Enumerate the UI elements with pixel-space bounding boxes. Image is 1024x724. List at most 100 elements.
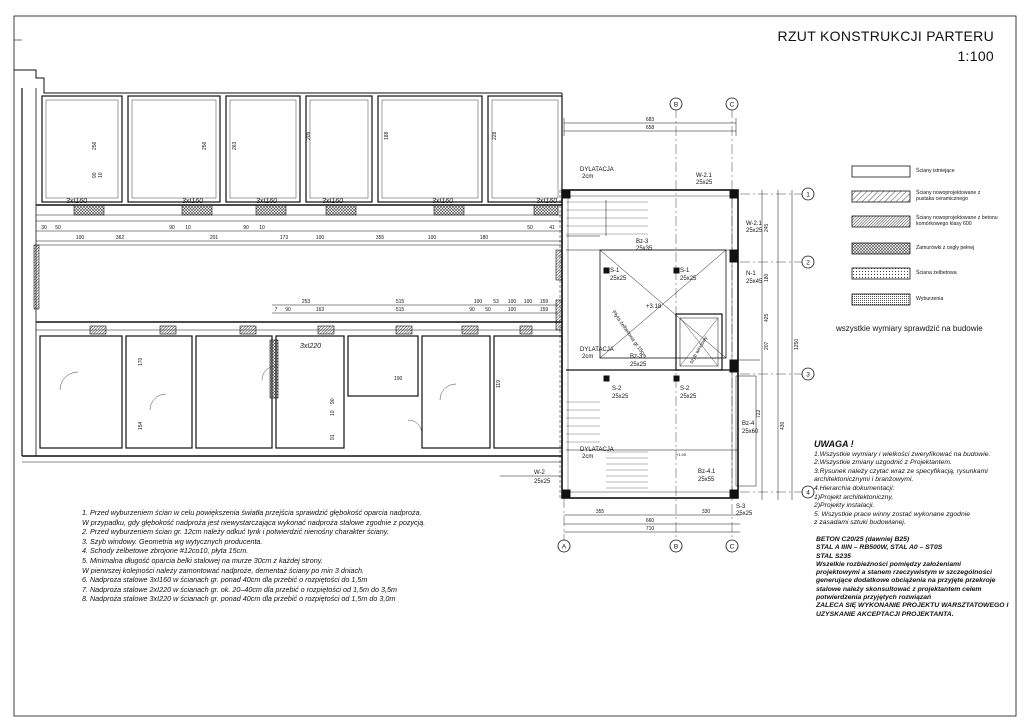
warning-line: 2.Wszystkie zmiany uzgodnić z Projektant… bbox=[814, 459, 952, 467]
element-label: Bz-3 bbox=[630, 354, 643, 360]
dim-text: 10 bbox=[330, 410, 336, 416]
lintel-label: 3xI160 bbox=[182, 198, 203, 205]
element-label: 25x25 bbox=[680, 394, 697, 400]
general-notes: 1. Przed wyburzeniem ścian w celu powięk… bbox=[82, 508, 502, 604]
legend-note: wszystkie wymiary sprawdzić na budowie bbox=[836, 324, 983, 333]
element-label: 25x60 bbox=[742, 429, 759, 435]
note-line: 2. Przed wyburzeniem ścian gr. 12cm nale… bbox=[82, 527, 389, 537]
dylatacja-gap: 2cm bbox=[582, 354, 593, 360]
axis-label-c-bottom: C bbox=[730, 544, 735, 551]
dim-text: 90 bbox=[330, 398, 336, 404]
legend bbox=[851, 165, 911, 306]
dim-text: 355 bbox=[376, 235, 385, 241]
material-line: ZALECA SIĘ WYKONANIE PROJEKTU WARSZTATOW… bbox=[816, 602, 1009, 610]
element-label: 25x25 bbox=[680, 276, 697, 282]
dim-text: 256 bbox=[202, 141, 208, 150]
sheet-title: RZUT KONSTRUKCJI PARTERU bbox=[777, 28, 994, 44]
dim-text: 100 bbox=[76, 235, 85, 241]
material-notes: BETON C20/25 (dawniej B25) STAL A IIIN –… bbox=[816, 536, 1021, 619]
element-label: 25x25 bbox=[630, 362, 647, 368]
lift-shaft-label: szyb windowy bbox=[689, 335, 710, 365]
new-annex bbox=[559, 189, 760, 499]
axis-bubble-4 bbox=[801, 485, 815, 499]
dim-text: 228 bbox=[492, 131, 498, 140]
dim-text: 362 bbox=[116, 235, 125, 241]
note-line: W przypadku, gdy głębokość nadproża jest… bbox=[82, 517, 426, 527]
material-line: potwierdzenia przyjętych rozwiązań bbox=[816, 594, 932, 602]
element-label: S-2 bbox=[612, 386, 622, 392]
dim-text: 209 bbox=[306, 131, 312, 140]
dim-text: 170 bbox=[138, 357, 144, 366]
warning-heading: UWAGA ! bbox=[814, 439, 854, 449]
lintel-label: 3xI160 bbox=[432, 198, 453, 205]
dim-text: 425 bbox=[764, 313, 770, 322]
lintel-label: 3xI160 bbox=[66, 198, 87, 205]
dim-text: 173 bbox=[280, 235, 289, 241]
dim-text: 188 bbox=[384, 131, 390, 140]
dim-text: 683 bbox=[646, 117, 655, 123]
dim-text: 30 bbox=[41, 225, 47, 231]
dim-text: 91 bbox=[330, 434, 336, 440]
element-label: Bz-3 bbox=[636, 239, 649, 245]
note-line: 6. Nadproża stalowe 3xI160 w ścianach gr… bbox=[82, 575, 368, 585]
legend-label-demolition: Wyburzenia bbox=[916, 296, 944, 302]
dim-text: 154 bbox=[138, 421, 144, 430]
axis-label-1: 1 bbox=[806, 192, 810, 199]
level-marker: +3.18 bbox=[646, 304, 662, 310]
lintel-label: 3xI160 bbox=[536, 198, 557, 205]
element-label: 25x25 bbox=[746, 228, 763, 234]
dim-text: 50 bbox=[485, 307, 491, 313]
legend-label-existing: Ściany istniejące bbox=[916, 168, 955, 174]
warning-line: architektonicznymi i branżowymi. bbox=[814, 476, 914, 484]
warning-line: 4.Hierarchia dokumentacji: bbox=[814, 484, 895, 492]
dim-text: 253 bbox=[302, 299, 311, 305]
dim-text: 159 bbox=[540, 307, 549, 313]
dim-text: 159 bbox=[540, 299, 549, 305]
warning-line: 5. Wszystkie prace winny zostać wykonane… bbox=[814, 510, 971, 518]
dim-text: 100 bbox=[508, 299, 517, 305]
axis-label-2: 2 bbox=[806, 260, 810, 267]
axis-label-c-top: C bbox=[730, 102, 735, 109]
dim-text: 100 bbox=[508, 307, 517, 313]
dim-text: 53 bbox=[493, 299, 499, 305]
dim-text: 710 bbox=[646, 526, 655, 532]
note-line: 7. Nadproża stalowe 2xI220 w ścianach gr… bbox=[82, 584, 397, 594]
sheet-scale: 1:100 bbox=[957, 48, 994, 64]
element-label: Bz-4.1 bbox=[698, 469, 716, 475]
dim-text: 90 bbox=[169, 225, 175, 231]
axis-bubble-2 bbox=[801, 255, 815, 269]
dim-text: 100 bbox=[524, 299, 533, 305]
material-line: stalowe należy skonsultować z projektant… bbox=[816, 585, 982, 593]
dim-text: 90 bbox=[285, 307, 291, 313]
dim-text: 201 bbox=[210, 235, 219, 241]
dim-text: 722 bbox=[756, 409, 762, 418]
note-line: 5. Minimalna długość oparcia belki stalo… bbox=[82, 555, 323, 565]
lintel-label: 3xI220 bbox=[300, 343, 321, 350]
dim-text: 355 bbox=[596, 509, 605, 515]
dim-text: 1250 bbox=[794, 339, 800, 350]
material-line: projektowymi a stanem rzeczywistym w szc… bbox=[816, 569, 993, 577]
material-line: STAL A IIIN – RB500W, STAL A0 – ST0S bbox=[816, 544, 943, 552]
dim-text: 90 bbox=[469, 307, 475, 313]
dim-text: 50 bbox=[527, 225, 533, 231]
dim-text: 207 bbox=[764, 341, 770, 350]
axis-bubble-c-top bbox=[725, 97, 739, 111]
material-line: generujące dodatkowe obciążenia na przyj… bbox=[816, 577, 996, 585]
warning-line: 1.Wszystkie wymiary i wielkości zweryfik… bbox=[814, 450, 991, 458]
element-label: W-2.1 bbox=[746, 221, 763, 227]
axis-bubble-1 bbox=[801, 187, 815, 201]
dim-text: 330 bbox=[702, 509, 711, 515]
legend-swatch-demolition bbox=[851, 293, 911, 306]
axis-label-b-top: B bbox=[674, 102, 678, 109]
dim-text: 660 bbox=[646, 518, 655, 524]
dim-text: 10 bbox=[185, 225, 191, 231]
warning-line: z zasadami sztuki budowlanej. bbox=[814, 519, 906, 527]
dim-text: 7 bbox=[275, 307, 278, 313]
wall-hatches bbox=[33, 204, 563, 399]
dim-text: 180 bbox=[480, 235, 489, 241]
dim-text: 263 bbox=[232, 141, 238, 150]
dim-text: 41 bbox=[549, 225, 555, 231]
material-line: Wszelkie rozbieżności pomiędzy założenia… bbox=[816, 560, 962, 568]
lintel-label: 3xI160 bbox=[322, 198, 343, 205]
